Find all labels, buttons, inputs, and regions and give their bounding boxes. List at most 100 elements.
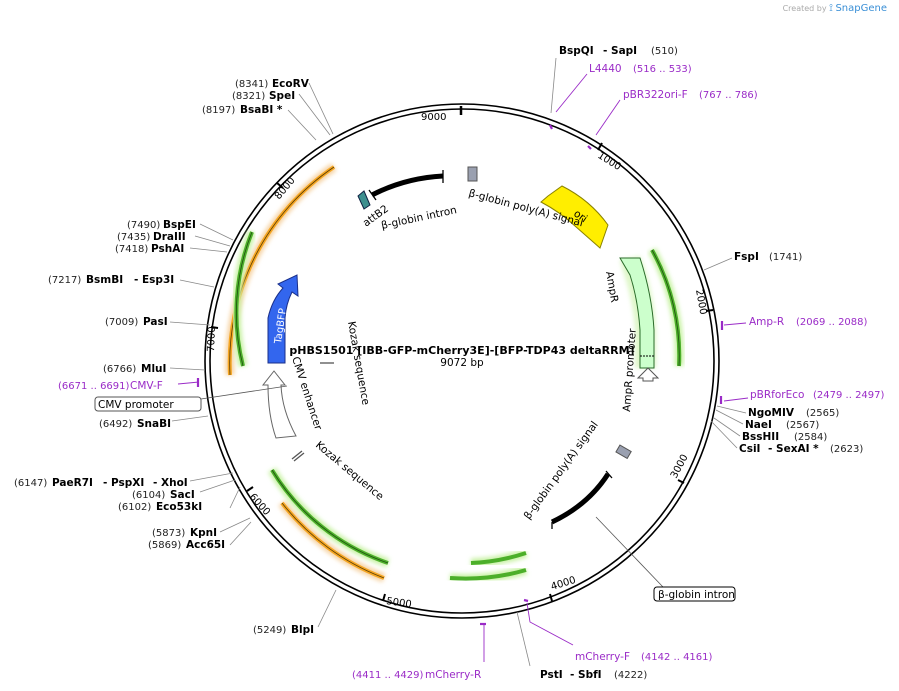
tick-label: 5000 — [386, 596, 413, 610]
tick-label: 9000 — [421, 112, 446, 123]
enzyme-name[interactable]: PshAI — [151, 243, 184, 255]
enzyme-name[interactable]: - XhoI — [153, 477, 188, 489]
orange-feature-bottom[interactable] — [278, 500, 386, 583]
enzyme-pos: (6147) — [14, 478, 47, 489]
primer-name[interactable]: CMV-F — [130, 380, 163, 392]
enzyme-name[interactable]: NgoMIV — [748, 407, 795, 419]
orange-feature-left[interactable] — [225, 163, 337, 376]
primer-name[interactable]: pBR322ori-F — [623, 89, 688, 101]
primer-name[interactable]: L4440 — [589, 63, 622, 75]
enzyme-labels: (8341) EcoRV (8321) SpeI (8197) BsaBI * … — [14, 45, 863, 681]
cmv-promoter-box[interactable] — [94, 396, 202, 412]
enzyme-pos: (2584) — [794, 432, 827, 443]
enzyme-name[interactable]: BlpI — [291, 624, 314, 636]
amp-promoter-arrow[interactable] — [636, 367, 660, 382]
primer-range: (6671 .. 6691) — [58, 381, 130, 392]
enzyme-name[interactable]: - SbfI — [570, 669, 602, 681]
enzyme-name[interactable]: - Esp3I — [134, 274, 174, 286]
green-feature-bottom-right[interactable] — [449, 548, 528, 584]
credit-brand: SnapGene — [835, 3, 887, 14]
primer-range: (4142 .. 4161) — [641, 652, 713, 663]
attb2-marker[interactable] — [357, 190, 371, 210]
primer-range: (4411 .. 4429) — [352, 670, 424, 681]
green-feature-left[interactable] — [231, 230, 257, 368]
enzyme-name[interactable]: DraIII — [153, 231, 186, 243]
ampr-label: AmpR — [603, 270, 620, 303]
tick-label: 2000 — [693, 289, 708, 316]
enzyme-name[interactable]: BsmBI — [86, 274, 123, 286]
enzyme-name[interactable]: SacI — [170, 489, 195, 501]
enzyme-name[interactable]: SpeI — [269, 90, 295, 102]
enzyme-pos: (6492) — [99, 419, 132, 430]
credit-prefix: Created by — [782, 4, 827, 13]
tick-5000 — [382, 593, 386, 602]
enzyme-name[interactable]: - PspXI — [103, 477, 144, 489]
bglobin-intron-bar[interactable] — [370, 173, 444, 198]
enzyme-name[interactable]: PasI — [143, 316, 168, 328]
plasmid-size: 9072 bp — [440, 357, 484, 369]
primer-labels: L4440 (516 .. 533) pBR322ori-F (767 .. 7… — [58, 63, 885, 681]
tick-label: 4000 — [550, 575, 578, 593]
tick-marks — [210, 106, 714, 602]
tick-label: 1000 — [595, 150, 622, 173]
primer-name[interactable]: Amp-R — [749, 316, 784, 328]
enzyme-pos: (1741) — [769, 252, 802, 263]
cmv-promoter-label: CMV promoter — [98, 399, 174, 411]
kozak-top-label: Kozak sequence — [345, 320, 372, 406]
enzyme-name[interactable]: CsiI — [739, 443, 760, 455]
plasmid-name: pHBS1501 [IBB-GFP-mCherry3E]-[BFP-TDP43 … — [289, 344, 634, 357]
green-feature-right[interactable] — [648, 247, 684, 367]
tick-label: 7000 — [206, 326, 218, 352]
enzyme-pos: (5869) — [148, 540, 181, 551]
enzyme-name[interactable]: NaeI — [745, 419, 772, 431]
enzyme-name[interactable]: Acc65I — [186, 539, 225, 551]
cmv-enhancer-arrow[interactable] — [261, 370, 297, 439]
enzyme-pos: (7217) — [48, 275, 81, 286]
tick-label: 3000 — [669, 453, 691, 481]
enzyme-pos: (6102) — [118, 502, 151, 513]
green-feature-bottom[interactable] — [268, 467, 390, 568]
primer-name[interactable]: mCherry-F — [575, 651, 630, 663]
enzyme-leaders — [169, 57, 747, 667]
snapgene-logo: ⟟ — [829, 3, 833, 14]
enzyme-name[interactable]: PaeR7I — [52, 477, 93, 489]
enzyme-name[interactable]: BspQI — [559, 45, 594, 57]
polya-box-top — [467, 166, 478, 182]
enzyme-pos: (2567) — [786, 420, 819, 431]
tick-4000 — [549, 593, 553, 602]
enzyme-name[interactable]: FspI — [734, 251, 759, 263]
primer-range: (2069 .. 2088) — [796, 317, 868, 328]
enzyme-name[interactable]: BspEI — [163, 219, 196, 231]
bglobin-intron-box-label: β-globin intron — [658, 589, 735, 601]
enzyme-name[interactable]: - SapI — [603, 45, 637, 57]
enzyme-name[interactable]: EcoRV — [272, 78, 310, 90]
primer-range: (516 .. 533) — [633, 64, 692, 75]
enzyme-name[interactable]: BssHII — [742, 431, 779, 443]
ori-arrow[interactable] — [540, 185, 609, 249]
enzyme-pos: (7418) — [115, 244, 148, 255]
bglobin-intron-box[interactable] — [653, 586, 736, 602]
kozak-bottom-label: Kozak sequence — [313, 439, 386, 503]
enzyme-name[interactable]: PstI — [540, 669, 563, 681]
enzyme-name[interactable]: BsaBI * — [240, 104, 283, 116]
tick-7000 — [210, 326, 219, 329]
enzyme-pos: (8197) — [202, 105, 235, 116]
ampr-arrow[interactable] — [619, 256, 656, 369]
primer-name[interactable]: pBRforEco — [750, 389, 804, 401]
enzyme-pos: (7009) — [105, 317, 138, 328]
tick-3000 — [677, 479, 685, 484]
primer-name[interactable]: mCherry-R — [425, 669, 481, 681]
amp-promoter-label: AmpR promoter — [621, 327, 639, 412]
bglobin-polya-right-bar[interactable] — [550, 472, 611, 525]
tick-6000 — [246, 486, 254, 492]
enzyme-name[interactable]: SnaBI — [137, 418, 171, 430]
bglobin-intron-label: β-globin intron — [380, 204, 458, 232]
enzyme-pos: (5873) — [152, 528, 185, 539]
enzyme-name[interactable]: Eco53kI — [156, 501, 202, 513]
enzyme-name[interactable]: KpnI — [190, 527, 217, 539]
enzyme-name[interactable]: - SexAI * — [768, 443, 819, 455]
tagbfp-arrow[interactable] — [267, 274, 299, 364]
primer-range: (767 .. 786) — [699, 90, 758, 101]
enzyme-name[interactable]: MluI — [141, 363, 166, 375]
